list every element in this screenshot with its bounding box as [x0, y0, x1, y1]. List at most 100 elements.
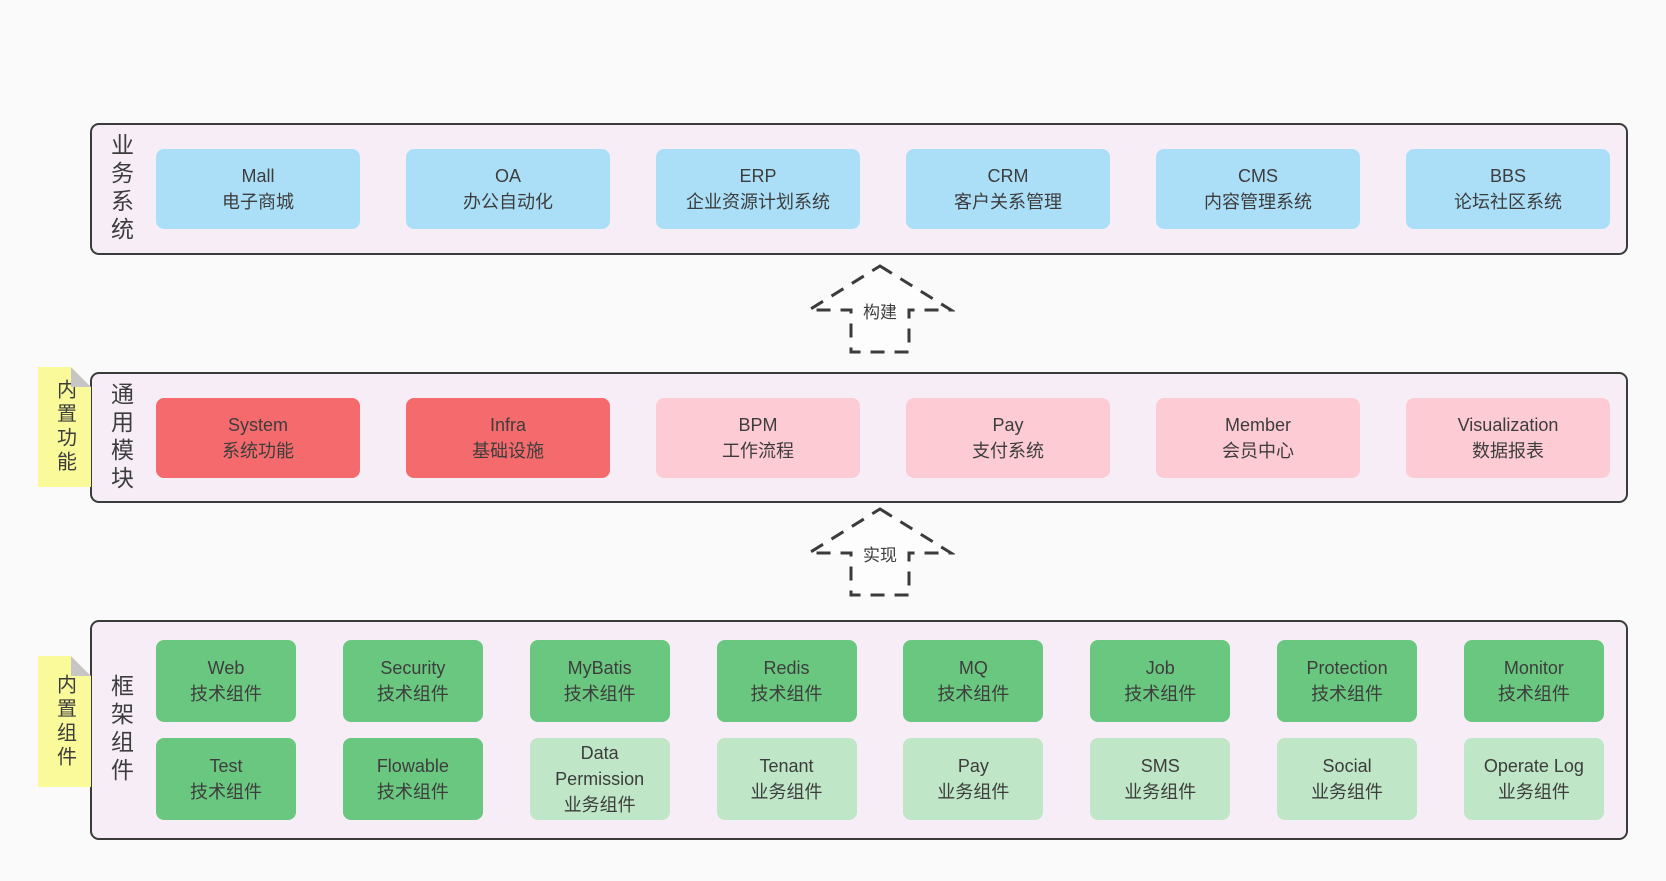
- box-pay: Pay 支付系统: [906, 397, 1110, 478]
- box-subtitle: 电子商城: [222, 192, 294, 212]
- box-subtitle: 业务组件: [563, 795, 636, 815]
- box-bpm: BPM 工作流程: [656, 397, 860, 478]
- box-bbs: BBS 论坛社区系统: [1406, 149, 1610, 229]
- box-mq: MQ 技术组件: [903, 640, 1044, 722]
- layer-common-modules: 通用模块 System 系统功能 Infra 基础设施 BPM 工作流程 Pay…: [90, 372, 1628, 503]
- box-title: Web: [207, 658, 245, 678]
- box-subtitle: 基础设施: [472, 440, 544, 461]
- box-subtitle: 系统功能: [222, 440, 294, 461]
- layer-label-modules: 通用模块: [92, 374, 148, 501]
- box-oa: OA 办公自动化: [406, 149, 610, 229]
- arrow-implement: 实现: [803, 506, 957, 598]
- box-subtitle: 技术组件: [1311, 684, 1384, 704]
- box-subtitle: 技术组件: [376, 684, 449, 704]
- box-title: MyBatis: [567, 658, 632, 678]
- sticky-note-builtin-features-text: 内置功能: [53, 379, 76, 475]
- box-visualization: Visualization 数据报表: [1406, 397, 1610, 478]
- box-subtitle: 技术组件: [1497, 684, 1570, 704]
- box-social: Social 业务组件: [1277, 738, 1418, 820]
- box-monitor: Monitor 技术组件: [1463, 640, 1604, 722]
- box-subtitle: 企业资源计划系统: [686, 192, 830, 212]
- layer-label-modules-text: 通用模块: [107, 381, 134, 494]
- box-test: Test 技术组件: [156, 738, 296, 820]
- framework-box-rows: Web 技术组件 Security 技术组件 MyBatis 技术组件 Redi…: [148, 622, 1626, 838]
- box-protection: Protection 技术组件: [1277, 640, 1418, 722]
- box-subtitle: 技术组件: [937, 684, 1010, 704]
- box-pay: Pay 业务组件: [903, 738, 1044, 820]
- sticky-note-builtin-components-text: 内置组件: [53, 673, 76, 770]
- box-title: BPM: [738, 414, 778, 435]
- business-box-row: Mall 电子商城 OA 办公自动化 ERP 企业资源计划系统 CRM 客户关系…: [148, 125, 1626, 253]
- box-crm: CRM 客户关系管理: [906, 149, 1110, 229]
- layer-business-systems: 业务系统 Mall 电子商城 OA 办公自动化 ERP 企业资源计划系统 CRM…: [90, 123, 1628, 255]
- box-subtitle: 技术组件: [376, 782, 449, 802]
- box-title: Redis: [763, 658, 810, 678]
- box-redis: Redis 技术组件: [716, 640, 857, 722]
- layer-label-framework: 框架组件: [92, 622, 148, 838]
- box-job: Job 技术组件: [1090, 640, 1231, 722]
- box-title: Pay: [957, 756, 989, 776]
- box-title: Visualization: [1457, 414, 1559, 435]
- box-title: Flowable: [376, 756, 449, 776]
- box-title: Pay: [992, 414, 1024, 435]
- box-subtitle: 业务组件: [1497, 782, 1570, 802]
- box-title: ERP: [739, 166, 777, 186]
- box-title: Test: [209, 756, 243, 776]
- box-title: Member: [1224, 414, 1291, 435]
- box-cms: CMS 内容管理系统: [1156, 149, 1360, 229]
- box-subtitle: 办公自动化: [463, 192, 553, 212]
- box-subtitle: 业务组件: [750, 782, 823, 802]
- box-title: Monitor: [1503, 658, 1564, 678]
- box-title: MQ: [958, 658, 988, 678]
- box-tenant: Tenant 业务组件: [716, 738, 857, 820]
- box-web: Web 技术组件: [156, 640, 296, 722]
- box-subtitle: 业务组件: [1124, 782, 1197, 802]
- box-title: Operate Log: [1483, 756, 1584, 776]
- box-subtitle: 业务组件: [1311, 782, 1384, 802]
- box-title: CRM: [987, 166, 1029, 186]
- box-system: System 系统功能: [156, 397, 360, 478]
- box-subtitle: 支付系统: [972, 440, 1044, 461]
- framework-row-1: Web 技术组件 Security 技术组件 MyBatis 技术组件 Redi…: [156, 640, 1604, 722]
- box-subtitle: 数据报表: [1472, 440, 1544, 461]
- box-subtitle: 技术组件: [750, 684, 823, 704]
- box-subtitle: 客户关系管理: [954, 192, 1062, 212]
- box-title: Tenant: [759, 756, 814, 776]
- box-erp: ERP 企业资源计划系统: [656, 149, 860, 229]
- arrow-build-label: 构建: [859, 297, 901, 324]
- box-title: System: [227, 414, 288, 435]
- arrow-build: 构建: [803, 263, 957, 355]
- box-flowable: Flowable 技术组件: [342, 738, 483, 820]
- box-title: BBS: [1489, 166, 1527, 186]
- box-subtitle: 技术组件: [190, 684, 262, 704]
- box-title: Job: [1145, 658, 1175, 678]
- box-title: Social: [1322, 756, 1372, 776]
- box-title: CMS: [1238, 166, 1278, 186]
- box-title: OA: [494, 166, 521, 186]
- box-title: Mall: [241, 166, 275, 186]
- box-subtitle: 技术组件: [190, 782, 262, 802]
- box-subtitle: 内容管理系统: [1204, 192, 1312, 212]
- box-title: SMS: [1140, 756, 1180, 776]
- sticky-note-builtin-components: 内置组件: [38, 656, 91, 787]
- box-title: Protection: [1306, 658, 1388, 678]
- box-subtitle: 会员中心: [1222, 440, 1294, 461]
- layer-label-business: 业务系统: [92, 125, 148, 253]
- box-subtitle: 论坛社区系统: [1454, 192, 1562, 212]
- arrow-implement-label: 实现: [859, 540, 901, 567]
- framework-row-2: Test 技术组件 Flowable 技术组件 Data Permission …: [156, 738, 1604, 820]
- box-infra: Infra 基础设施: [406, 397, 610, 478]
- box-subtitle: 技术组件: [1124, 684, 1197, 704]
- layer-label-business-text: 业务系统: [107, 133, 134, 245]
- layer-framework-components: 框架组件 Web 技术组件 Security 技术组件 MyBatis 技术组件…: [90, 620, 1628, 840]
- box-subtitle: 业务组件: [937, 782, 1010, 802]
- box-title: Security: [380, 658, 446, 678]
- box-data-permission: Data Permission 业务组件: [529, 738, 670, 820]
- box-title: Infra: [489, 414, 527, 435]
- box-security: Security 技术组件: [342, 640, 483, 722]
- modules-box-row: System 系统功能 Infra 基础设施 BPM 工作流程 Pay 支付系统…: [148, 374, 1626, 501]
- box-subtitle: 技术组件: [563, 684, 636, 704]
- layer-label-framework-text: 框架组件: [107, 674, 134, 786]
- box-subtitle: 工作流程: [722, 440, 794, 461]
